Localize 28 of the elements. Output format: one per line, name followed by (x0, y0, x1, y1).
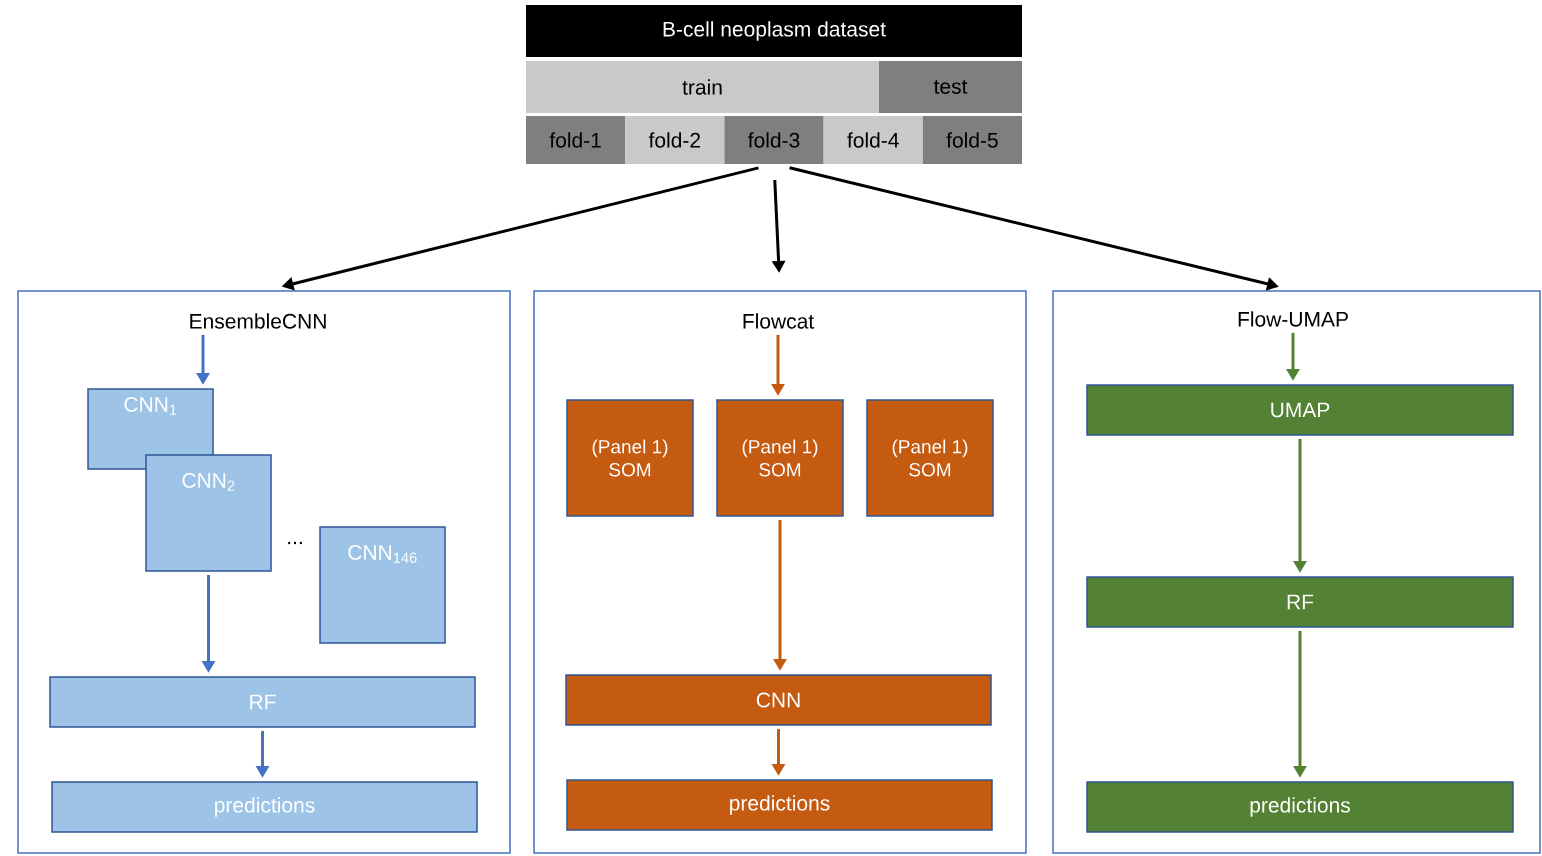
process-box: predictions (566, 779, 993, 831)
panel-frame (1052, 290, 1541, 854)
panel-title: EnsembleCNN (190, 313, 326, 329)
data-split-cell: train (526, 61, 879, 113)
panel-frame (533, 290, 1027, 854)
data-split-cell: fold-2 (625, 116, 725, 164)
process-box: predictions (1086, 781, 1514, 833)
data-split-cell: test (879, 61, 1022, 113)
data-split-cell: fold-1 (526, 116, 626, 164)
process-box: CNN (565, 674, 992, 726)
dataset-header: B-cell neoplasm dataset (526, 5, 1022, 57)
som-box: (Panel 1) SOM (716, 399, 844, 517)
process-box: predictions (51, 781, 478, 833)
process-box: RF (49, 676, 476, 728)
process-box: RF (1086, 576, 1514, 628)
model-box: CNN$_{1}$ (87, 388, 214, 470)
process-box: UMAP (1086, 384, 1514, 436)
ellipsis: ... (288, 541, 302, 545)
model-box: CNN$_{146}$ (319, 526, 446, 644)
data-split-cell: fold-4 (823, 116, 923, 164)
panel-frame (17, 290, 511, 854)
model-box: CNN$_{2}$ (145, 454, 272, 572)
panel-title: Flow-UMAP (1238, 311, 1348, 327)
panel-title: Flowcat (743, 313, 814, 329)
data-split-cell: fold-5 (922, 116, 1022, 164)
data-split-cell: fold-3 (724, 116, 824, 164)
som-box: (Panel 1) SOM (566, 399, 694, 517)
som-box: (Panel 1) SOM (866, 399, 994, 517)
